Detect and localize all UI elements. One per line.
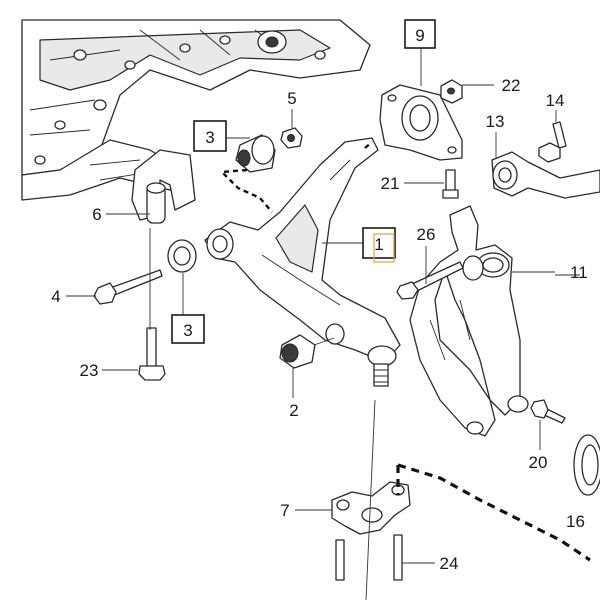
dashed-assembly-lines (396, 463, 591, 562)
nut-part-5 (280, 127, 303, 149)
callout-box-3-upper (193, 120, 227, 152)
bushing-bracket-part-9 (379, 84, 463, 161)
steering-knuckle-part-11 (409, 205, 529, 437)
nut-part-22 (440, 79, 463, 104)
callout-9: 9 (415, 26, 424, 45)
bushing-part-2 (279, 334, 316, 369)
bolt-part-4 (93, 269, 163, 305)
bushing-part-3-upper (219, 134, 276, 213)
bushing-part-3-lower (167, 239, 197, 273)
callout-3-upper: 3 (205, 128, 214, 147)
callout-4: 4 (51, 287, 60, 306)
callout-20: 20 (529, 453, 548, 472)
bolt-part-21 (442, 169, 459, 199)
subframe (21, 19, 371, 201)
callout-21: 21 (381, 174, 400, 193)
callout-box-3-lower (171, 314, 205, 344)
callout-23: 23 (80, 361, 99, 380)
callout-box-9 (404, 19, 436, 49)
bolt-part-14 (538, 121, 567, 163)
bolt-part-20 (530, 399, 566, 424)
callout-2: 2 (289, 401, 298, 420)
leader-lines (66, 48, 580, 600)
bolts-part-24 (335, 534, 403, 581)
callout-16: 16 (566, 512, 585, 531)
callout-5: 5 (287, 89, 296, 108)
callout-6: 6 (92, 205, 101, 224)
callout-14: 14 (546, 91, 565, 110)
callout-13: 13 (486, 112, 505, 131)
callout-11: 11 (570, 263, 588, 282)
callout-1: 1 (374, 235, 383, 254)
ball-joint (367, 345, 397, 387)
callout-box-1 (362, 227, 396, 259)
bracket-part-6 (131, 149, 196, 224)
callout-7: 7 (280, 501, 289, 520)
callout-3-lower: 3 (183, 321, 192, 340)
bolt-part-23 (138, 327, 166, 381)
lower-control-arm-part-1 (204, 137, 401, 363)
bracket-part-7 (331, 481, 411, 535)
callout-highlight-1 (373, 233, 395, 263)
bolt-part-26 (396, 261, 464, 300)
callout-24: 24 (440, 554, 459, 573)
upper-arm-part-13 (491, 151, 600, 199)
wheel-hub-part-16 (573, 434, 600, 496)
callout-26: 26 (417, 225, 436, 244)
callout-22: 22 (502, 76, 521, 95)
